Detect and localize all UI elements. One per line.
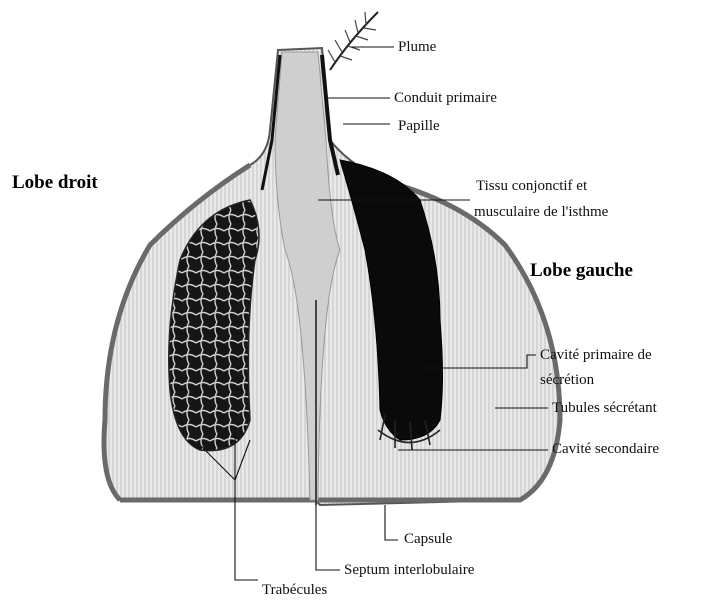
- tubules-label: Tubules sécrétant: [552, 399, 657, 417]
- trabecules-label: Trabécules: [262, 581, 327, 599]
- tissu-label-line2: musculaire de l'isthme: [474, 203, 608, 221]
- cavite-primaire-label-line2: sécrétion: [540, 371, 594, 389]
- plume-label: Plume: [398, 38, 436, 56]
- lobe-gauche-label: Lobe gauche: [530, 260, 633, 282]
- cavite-secondaire-label: Cavité secondaire: [552, 440, 659, 458]
- conduit-primaire-label: Conduit primaire: [394, 89, 497, 107]
- cavite-primaire-label-line1: Cavité primaire de: [540, 346, 652, 364]
- lobe-droit-label: Lobe droit: [12, 172, 98, 194]
- tissu-label-line1: Tissu conjonctif et: [476, 177, 587, 195]
- septum-label: Septum interlobulaire: [344, 561, 474, 579]
- capsule-label: Capsule: [404, 530, 452, 548]
- plume-feather: [328, 12, 378, 70]
- papille-label: Papille: [398, 117, 440, 135]
